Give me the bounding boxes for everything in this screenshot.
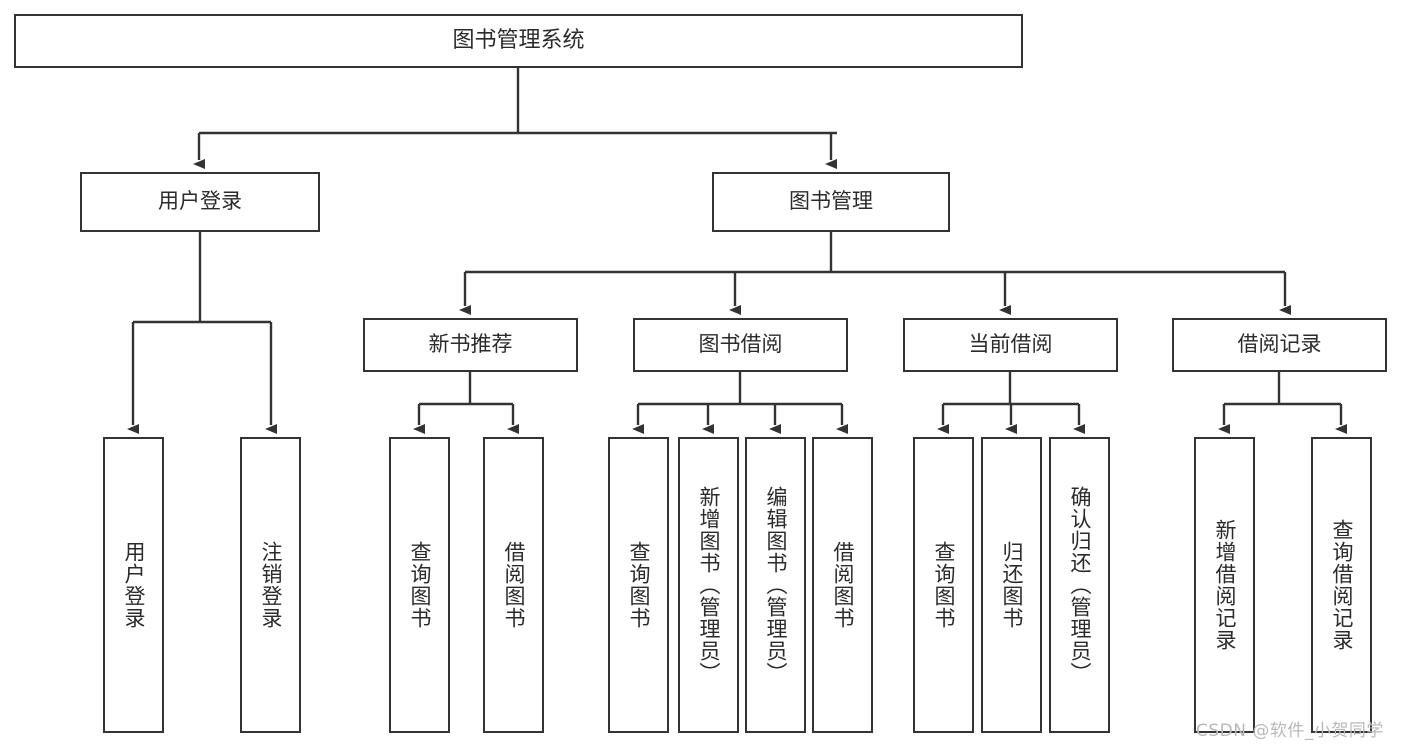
node-label: 借阅图书: [831, 541, 855, 629]
node-label: 查询图书: [932, 541, 956, 629]
node-label: 注销登录: [259, 541, 283, 629]
leaf-query-book-borrow[interactable]: 查询图书: [608, 437, 669, 733]
node-label: 图书借阅: [698, 332, 783, 357]
leaf-borrow-book[interactable]: 借阅图书: [812, 437, 873, 733]
leaf-borrow-book-recommend[interactable]: 借阅图书: [483, 437, 544, 733]
node-current-borrow[interactable]: 当前借阅: [903, 318, 1118, 372]
node-label: 归还图书: [1000, 541, 1024, 629]
node-label: 当前借阅: [968, 332, 1053, 357]
leaf-user-login[interactable]: 用户登录: [103, 437, 164, 733]
node-label: 用户登录: [158, 189, 242, 214]
node-label: 查询图书: [408, 541, 432, 629]
node-label: 借阅图书: [502, 541, 526, 629]
node-label: 新增借阅记录: [1213, 519, 1237, 651]
leaf-return-book[interactable]: 归还图书: [981, 437, 1042, 733]
node-book-management[interactable]: 图书管理: [712, 172, 950, 232]
node-label: 新增图书（管理员）: [697, 486, 721, 684]
node-label: 借阅记录: [1237, 332, 1322, 357]
csdn-watermark: CSDN @软件_小贺同学: [1196, 721, 1384, 741]
node-user-login[interactable]: 用户登录: [80, 172, 320, 232]
leaf-confirm-return-admin[interactable]: 确认归还（管理员）: [1049, 437, 1110, 733]
leaf-add-borrow-record[interactable]: 新增借阅记录: [1194, 437, 1255, 733]
leaf-query-borrow-record[interactable]: 查询借阅记录: [1311, 437, 1372, 733]
node-label: 新书推荐: [428, 332, 513, 357]
node-borrow-record[interactable]: 借阅记录: [1172, 318, 1387, 372]
leaf-edit-book-admin[interactable]: 编辑图书（管理员）: [745, 437, 806, 733]
leaf-query-book-recommend[interactable]: 查询图书: [389, 437, 450, 733]
node-label: 确认归还（管理员）: [1068, 486, 1092, 684]
leaf-logout-login[interactable]: 注销登录: [240, 437, 301, 733]
node-book-borrow[interactable]: 图书借阅: [633, 318, 848, 372]
node-new-book-recommend[interactable]: 新书推荐: [363, 318, 578, 372]
node-label: 查询图书: [627, 541, 651, 629]
node-label: 查询借阅记录: [1330, 519, 1354, 651]
leaf-query-book-current[interactable]: 查询图书: [913, 437, 974, 733]
node-label: 编辑图书（管理员）: [764, 486, 788, 684]
node-label: 图书管理: [789, 189, 873, 214]
leaf-add-book-admin[interactable]: 新增图书（管理员）: [678, 437, 739, 733]
node-label: 用户登录: [122, 541, 146, 629]
node-root-system[interactable]: 图书管理系统: [14, 14, 1023, 68]
node-label: 图书管理系统: [452, 27, 585, 53]
